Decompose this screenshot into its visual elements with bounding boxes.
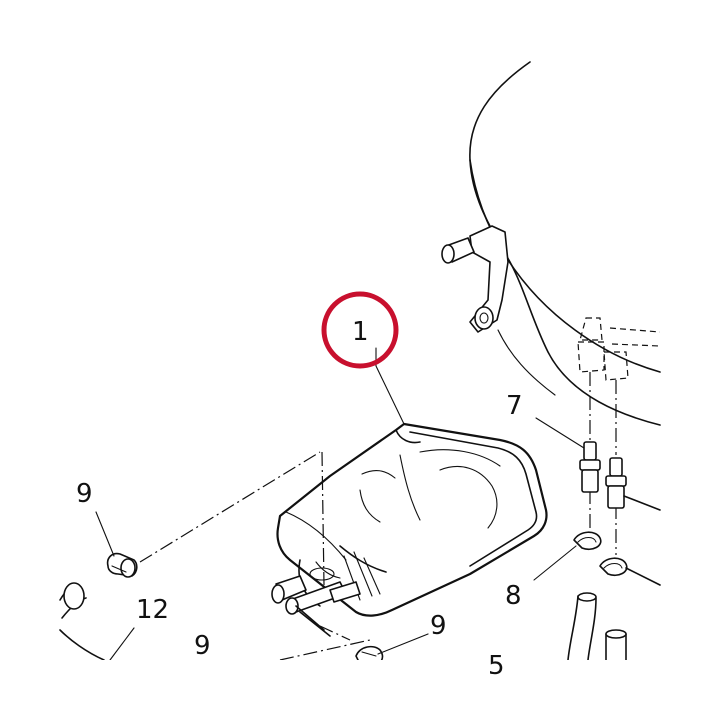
hose-clip-right (599, 557, 661, 586)
callout-9-bottom-center: 9 (430, 611, 447, 641)
assembly-center-lines (139, 451, 371, 661)
canister-ports (271, 575, 361, 637)
hose-top-left (59, 582, 105, 661)
callout-9-top-left: 9 (76, 479, 93, 509)
callout-8: 8 (505, 581, 522, 611)
highlight-ring (321, 291, 399, 369)
connector-fitting-right (605, 457, 661, 511)
leader-lines (95, 347, 585, 661)
vehicle-body-outline (441, 61, 661, 426)
connector-fitting-left (579, 441, 601, 493)
callout-12: 12 (136, 595, 169, 625)
crop-band (0, 660, 720, 720)
hose-lines-bottom-right (567, 592, 627, 661)
hose-clip-left (573, 531, 602, 551)
hose-clip-top-left (106, 552, 138, 578)
callout-5: 5 (488, 651, 505, 681)
hidden-pipe-lines (577, 317, 661, 555)
callout-1: 1 (352, 317, 369, 347)
callout-9-bottom-left: 9 (194, 631, 211, 661)
callout-7: 7 (506, 391, 523, 421)
